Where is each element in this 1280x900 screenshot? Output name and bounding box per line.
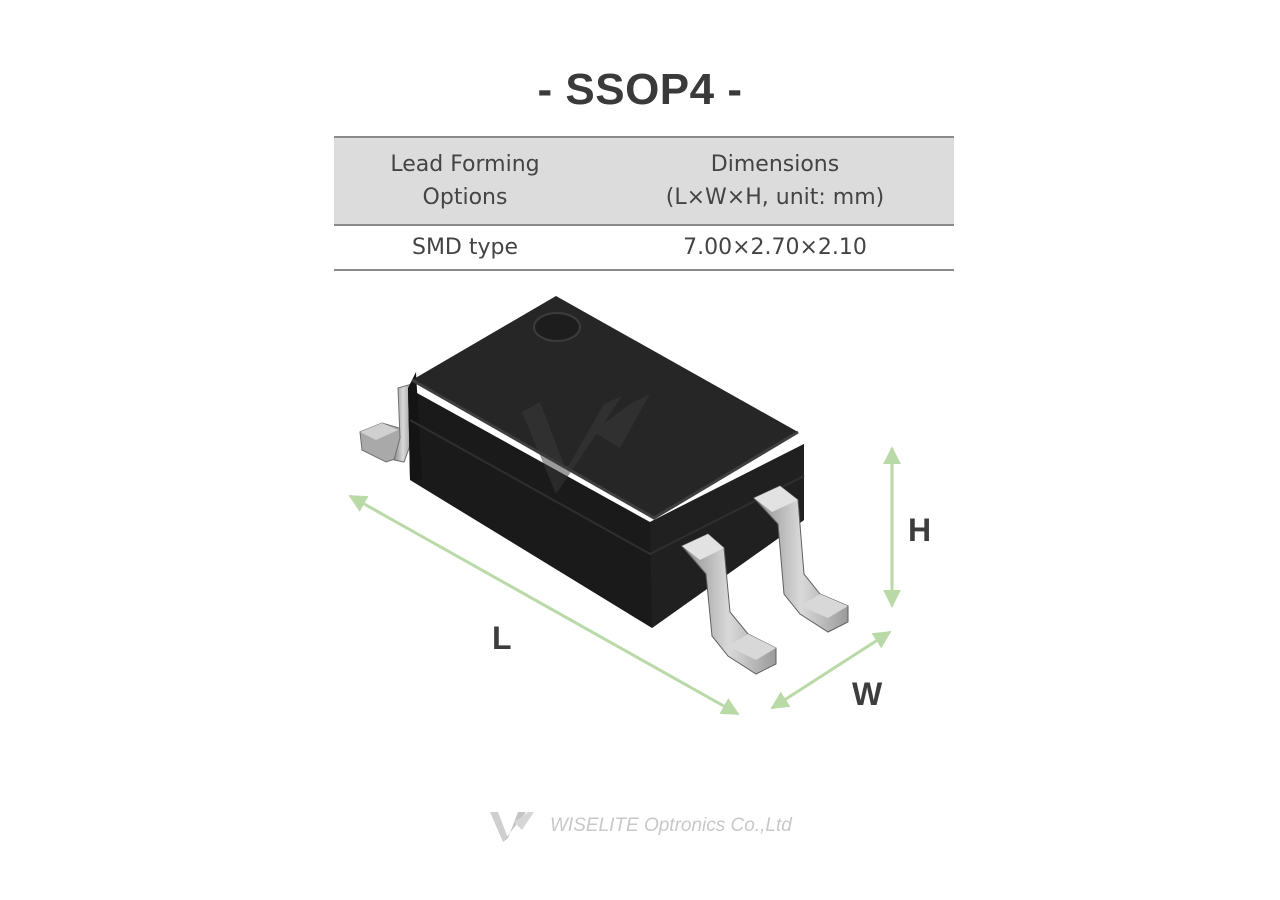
wiselite-watermark-logo bbox=[522, 394, 650, 494]
table-header-row: Lead Forming Options Dimensions (L×W×H, … bbox=[334, 136, 954, 226]
package-body bbox=[408, 296, 805, 628]
length-label: L bbox=[492, 620, 512, 656]
header-line: Lead Forming bbox=[390, 152, 540, 177]
width-label: W bbox=[852, 676, 883, 712]
header-line: Dimensions bbox=[710, 152, 840, 177]
pin1-mark bbox=[533, 312, 581, 342]
header-lead-forming: Lead Forming Options bbox=[334, 136, 596, 226]
company-name: WISELITE Optronics Co.,Ltd bbox=[550, 815, 792, 836]
length-arrow bbox=[348, 494, 740, 716]
cell-dimensions: 7.00×2.70×2.10 bbox=[596, 225, 954, 271]
wiselite-logo-icon bbox=[490, 812, 534, 842]
front-lead-left bbox=[681, 533, 777, 675]
header-line: (L×W×H, unit: mm) bbox=[665, 185, 885, 210]
front-lead-right bbox=[753, 485, 849, 633]
page-title: - SSOP4 - bbox=[537, 65, 743, 114]
header-dimensions: Dimensions (L×W×H, unit: mm) bbox=[596, 136, 954, 226]
height-label: H bbox=[908, 512, 932, 548]
spec-table: Lead Forming Options Dimensions (L×W×H, … bbox=[334, 136, 954, 271]
table-row: SMD type 7.00×2.70×2.10 bbox=[334, 225, 954, 271]
cell-lead-type: SMD type bbox=[334, 225, 596, 271]
header-line: Options bbox=[422, 185, 508, 210]
footer: WISELITE Optronics Co.,Ltd bbox=[488, 808, 792, 844]
rear-lead bbox=[359, 383, 413, 463]
